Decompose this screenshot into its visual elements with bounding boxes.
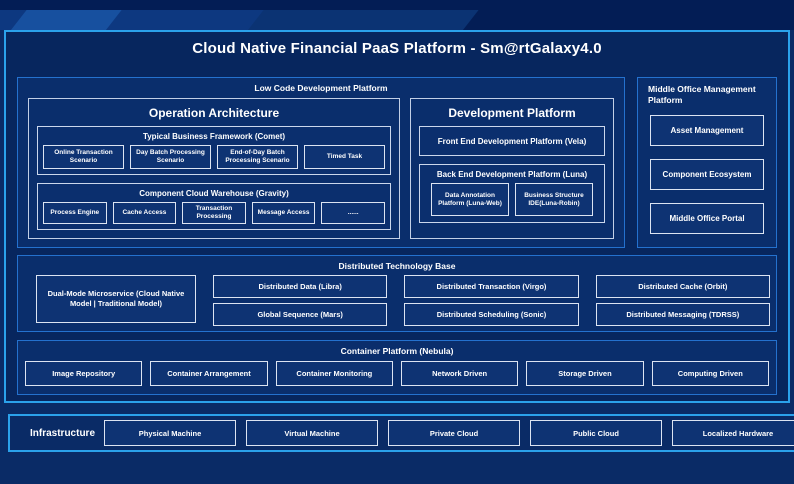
distributed-item: Global Sequence (Mars) — [213, 303, 388, 326]
panel-container-platform: Container Platform (Nebula) Image Reposi… — [17, 340, 777, 395]
infrastructure-item: Private Cloud — [388, 420, 520, 446]
infrastructure-label: Infrastructure — [30, 427, 96, 439]
middle-office-items: Asset Management Component Ecosystem Mid… — [638, 115, 776, 235]
distributed-tech-content: Dual-Mode Microservice (Cloud Native Mod… — [18, 271, 776, 326]
container-item: Container Arrangement — [150, 361, 268, 386]
development-platform-title: Development Platform — [448, 106, 576, 120]
container-platform-label: Container Platform (Nebula) — [340, 346, 454, 356]
warehouse-items: Process Engine Cache Access Transaction … — [43, 202, 385, 224]
infrastructure-item: Virtual Machine — [246, 420, 378, 446]
distributed-item: Distributed Data (Libra) — [213, 275, 388, 298]
container-item: Network Driven — [400, 361, 519, 386]
section-development-platform: Development Platform Front End Developme… — [410, 98, 614, 239]
panel-distributed-tech: Distributed Technology Base Dual-Mode Mi… — [17, 255, 777, 332]
panel-infrastructure: Infrastructure Physical Machine Virtual … — [8, 414, 794, 452]
back-end-items: Data Annotation Platform (Luna-Web) Busi… — [425, 183, 599, 216]
infrastructure-item: Public Cloud — [530, 420, 662, 446]
back-end-item: Data Annotation Platform (Luna-Web) — [431, 183, 509, 216]
top-decorative-band — [0, 0, 794, 30]
container-item: Image Repository — [25, 361, 143, 386]
distributed-grid: Distributed Data (Libra) Distributed Tra… — [213, 275, 770, 326]
container-item: Computing Driven — [651, 361, 769, 386]
platform-diagram-frame: Cloud Native Financial PaaS Platform - S… — [4, 30, 790, 403]
framework-item: Timed Task — [304, 145, 385, 169]
middle-office-item: Component Ecosystem — [650, 159, 764, 191]
middle-office-label: Middle Office Management Platform — [648, 84, 756, 105]
box-dual-mode-microservice: Dual-Mode Microservice (Cloud Native Mod… — [36, 275, 196, 323]
page-title: Cloud Native Financial PaaS Platform - S… — [192, 40, 602, 57]
group-back-end-platform: Back End Development Platform (Luna) Dat… — [419, 164, 605, 223]
container-item: Storage Driven — [526, 361, 644, 386]
container-item: Container Monitoring — [275, 361, 393, 386]
middle-office-item: Asset Management — [650, 115, 764, 147]
box-front-end-platform: Front End Development Platform (Vela) — [419, 126, 605, 156]
deco-stripe — [9, 10, 122, 30]
panel-low-code: Low Code Development Platform Operation … — [17, 77, 625, 248]
deco-stripe — [246, 10, 479, 30]
container-platform-items: Image Repository Container Arrangement C… — [18, 356, 776, 386]
low-code-columns: Operation Architecture Typical Business … — [18, 93, 624, 239]
distributed-tech-label: Distributed Technology Base — [338, 261, 456, 271]
warehouse-item: ...... — [321, 202, 385, 224]
framework-item: Day Batch Processing Scenario — [130, 145, 211, 169]
back-end-item: Business Structure IDE(Luna-Robin) — [515, 183, 593, 216]
warehouse-item: Cache Access — [112, 202, 177, 224]
distributed-item: Distributed Cache (Orbit) — [595, 275, 770, 298]
framework-items: Online Transaction Scenario Day Batch Pr… — [43, 145, 385, 169]
middle-office-item: Middle Office Portal — [650, 203, 764, 235]
warehouse-item: Transaction Processing — [182, 202, 246, 224]
infrastructure-item: Localized Hardware — [672, 420, 794, 446]
back-end-platform-title: Back End Development Platform (Luna) — [436, 170, 588, 179]
framework-item: End-of-Day Batch Processing Scenario — [217, 145, 298, 169]
distributed-item: Distributed Scheduling (Sonic) — [404, 303, 579, 326]
framework-item: Online Transaction Scenario — [43, 145, 124, 169]
component-cloud-warehouse-title: Component Cloud Warehouse (Gravity) — [139, 189, 289, 198]
distributed-item: Distributed Messaging (TDRSS) — [595, 303, 770, 326]
group-typical-business-framework: Typical Business Framework (Comet) Onlin… — [37, 126, 391, 175]
operation-architecture-title: Operation Architecture — [148, 106, 280, 120]
warehouse-item: Message Access — [251, 202, 316, 224]
distributed-item: Distributed Transaction (Virgo) — [404, 275, 579, 298]
group-component-cloud-warehouse: Component Cloud Warehouse (Gravity) Proc… — [37, 183, 391, 230]
panel-middle-office: Middle Office Management Platform Asset … — [637, 77, 777, 248]
section-operation-architecture: Operation Architecture Typical Business … — [28, 98, 400, 239]
low-code-label: Low Code Development Platform — [254, 83, 388, 93]
typical-business-framework-title: Typical Business Framework (Comet) — [142, 132, 286, 141]
infrastructure-item: Physical Machine — [104, 420, 236, 446]
warehouse-item: Process Engine — [43, 202, 107, 224]
